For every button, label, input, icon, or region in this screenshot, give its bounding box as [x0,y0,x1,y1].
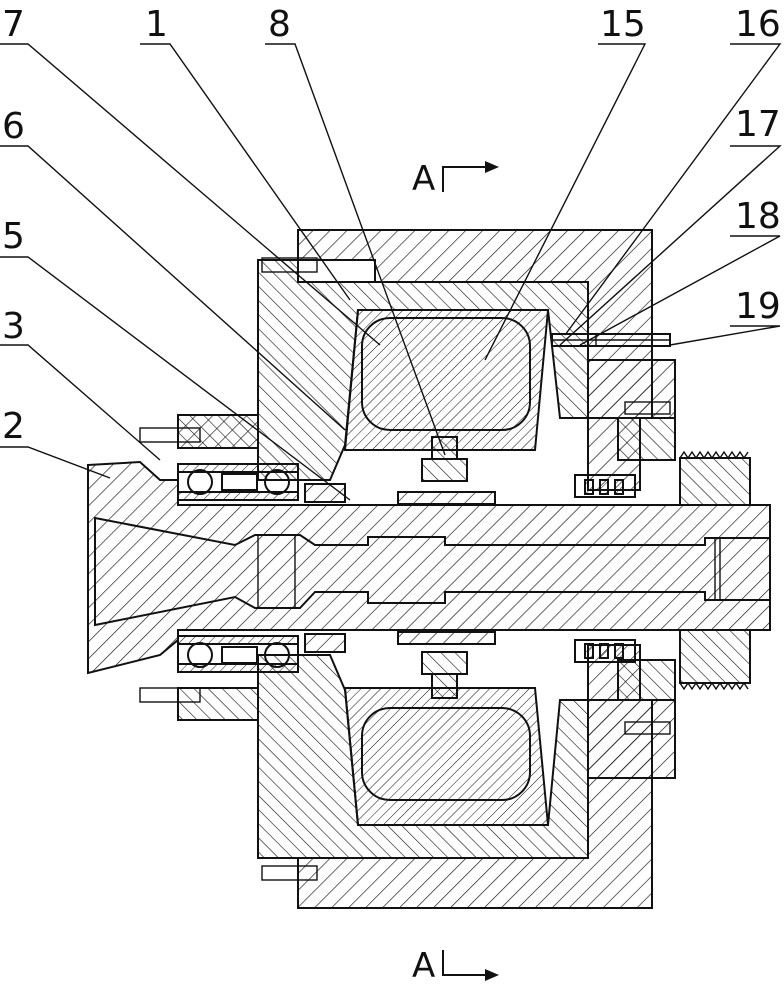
callout-2: 2 [2,406,25,447]
callout-16: 16 [735,4,781,45]
section-mark-top [443,161,499,192]
bearing-upper-left [178,464,298,500]
callout-7: 7 [2,4,25,45]
section-letter-bottom: A [412,946,435,984]
callout-18: 18 [735,196,781,237]
callout-19: 19 [735,286,781,327]
section-letter-top: A [412,159,435,199]
callout-15: 15 [600,4,646,45]
callout-1: 1 [145,4,168,45]
callout-3: 3 [2,306,25,347]
torus-upper [345,310,548,450]
section-mark-bottom [443,950,499,981]
callout-17: 17 [735,104,781,145]
callout-8: 8 [268,4,291,45]
callout-5: 5 [2,216,25,257]
callout-6: 6 [2,106,25,147]
torus-lower [345,688,548,825]
